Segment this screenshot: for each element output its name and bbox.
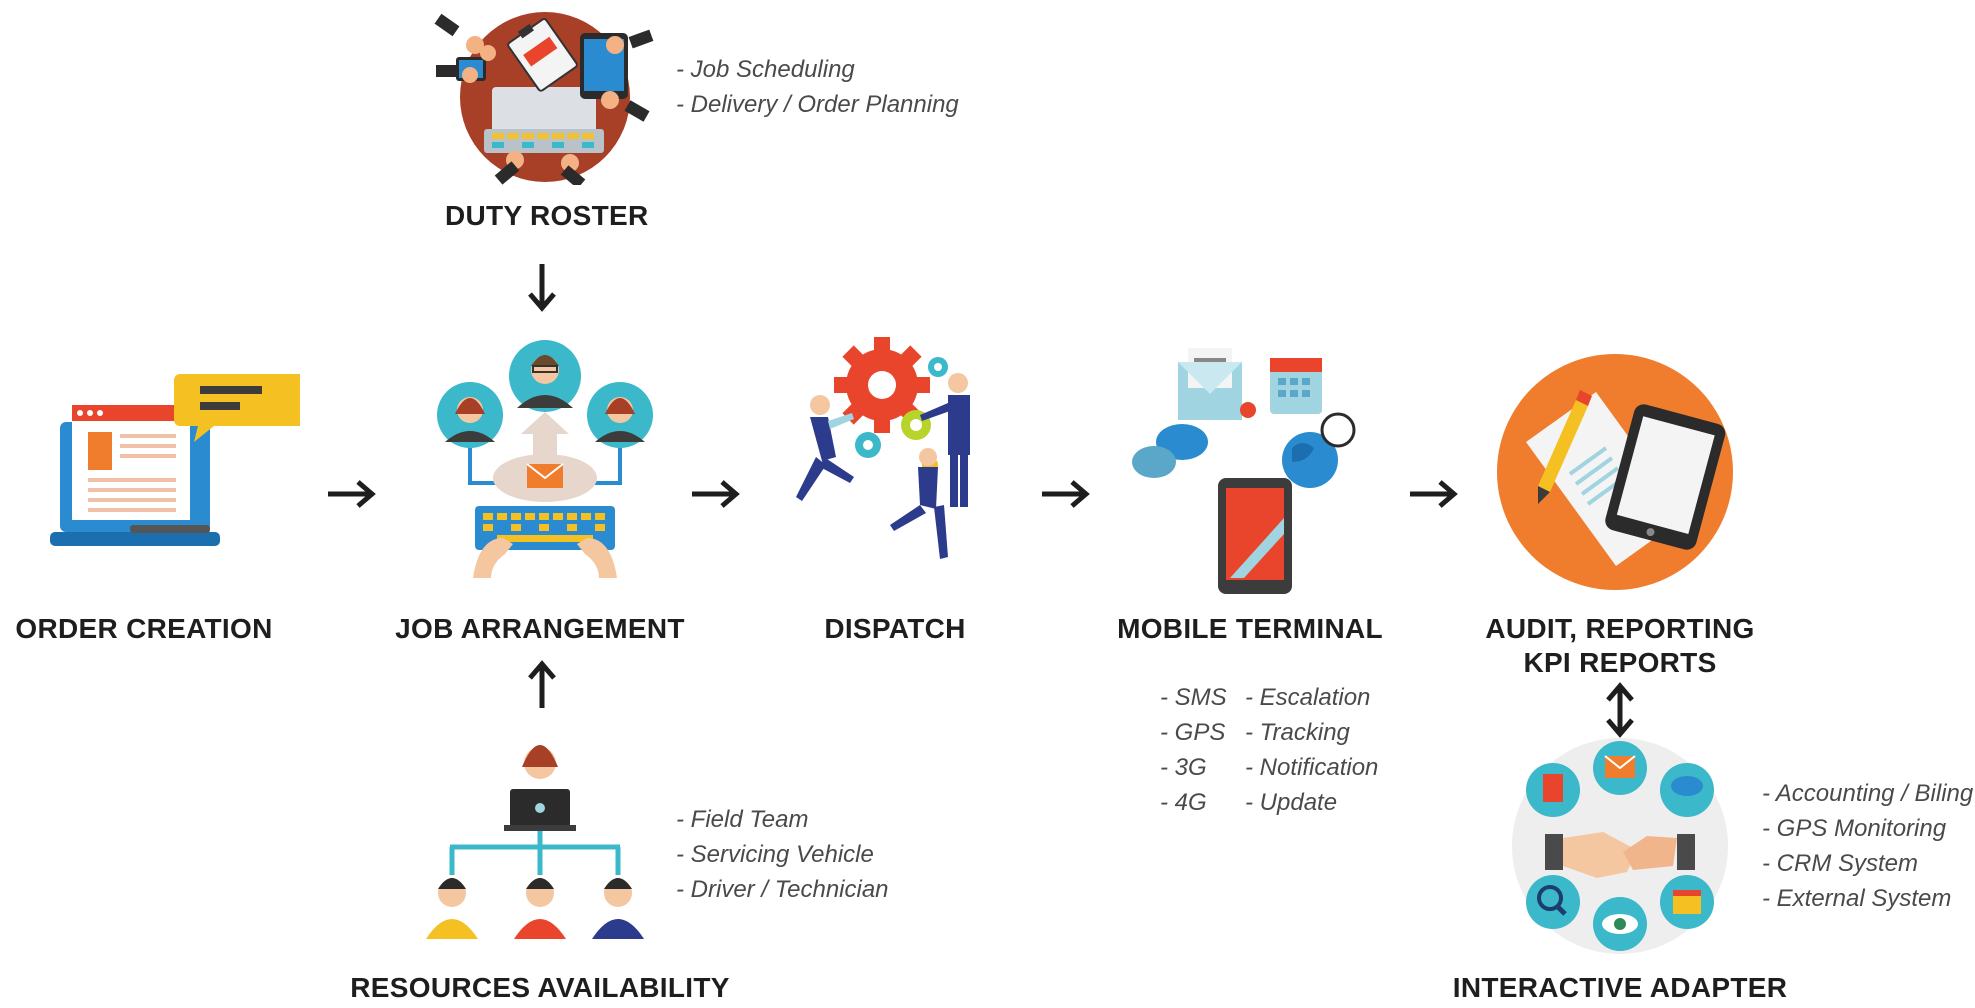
job-arrangement-label: JOB ARRANGEMENT [395,613,685,644]
channel-item: - SMS [1160,684,1227,711]
resources-notes: - Field Team - Servicing Vehicle - Drive… [676,802,889,907]
adapter-notes: - Accounting / Biling - GPS Monitoring -… [1762,776,1973,916]
function-item: - Notification [1245,754,1379,781]
order-creation-label: ORDER CREATION [15,613,273,644]
function-item: - Update [1245,789,1338,816]
duty-roster-note: - Delivery / Order Planning [676,91,959,118]
adapter-note: - Accounting / Biling [1762,780,1974,807]
resources-note: - Field Team [676,806,809,833]
adapter-note: - CRM System [1762,850,1918,877]
arrow-down-icon [528,264,556,312]
double-arrow-icon [1606,682,1634,738]
arrow-right-icon [1042,480,1090,508]
arrow-right-icon [1410,480,1458,508]
arrow-up-icon [528,660,556,708]
mobile-terminal-icon [1130,338,1380,598]
job-arrangement-icon [425,338,665,598]
duty-roster-notes: - Job Scheduling - Delivery / Order Plan… [676,52,959,122]
channel-item: - GPS [1160,719,1226,746]
channel-item: - 4G [1160,789,1207,816]
channel-item: - 3G [1160,754,1207,781]
duty-roster-icon [430,5,660,185]
duty-roster-note: - Job Scheduling [676,56,855,83]
arrow-right-icon [692,480,740,508]
interactive-adapter-label: INTERACTIVE ADAPTER [1452,972,1788,1003]
function-item: - Tracking [1245,719,1350,746]
order-creation-icon [50,370,300,570]
audit-reporting-icon [1490,350,1750,600]
dispatch-icon [780,335,1000,595]
resources-availability-icon [420,735,670,950]
audit-reporting-label: AUDIT, REPORTING [1485,613,1755,644]
adapter-note: - GPS Monitoring [1762,815,1947,842]
resources-note: - Driver / Technician [676,876,889,903]
duty-roster-label: DUTY ROSTER [445,200,649,231]
mobile-terminal-notes: - SMS - Escalation - GPS - Tracking - 3G… [1160,680,1395,820]
adapter-note: - External System [1762,885,1952,912]
arrow-right-icon [328,480,376,508]
mobile-terminal-label: MOBILE TERMINAL [1117,613,1383,644]
interactive-adapter-icon [1505,738,1735,958]
resources-availability-label: RESOURCES AVAILABILITY [350,972,730,1003]
function-item: - Escalation [1245,684,1371,711]
kpi-reports-label: KPI REPORTS [1523,647,1717,678]
resources-note: - Servicing Vehicle [676,841,874,868]
dispatch-label: DISPATCH [824,613,966,644]
